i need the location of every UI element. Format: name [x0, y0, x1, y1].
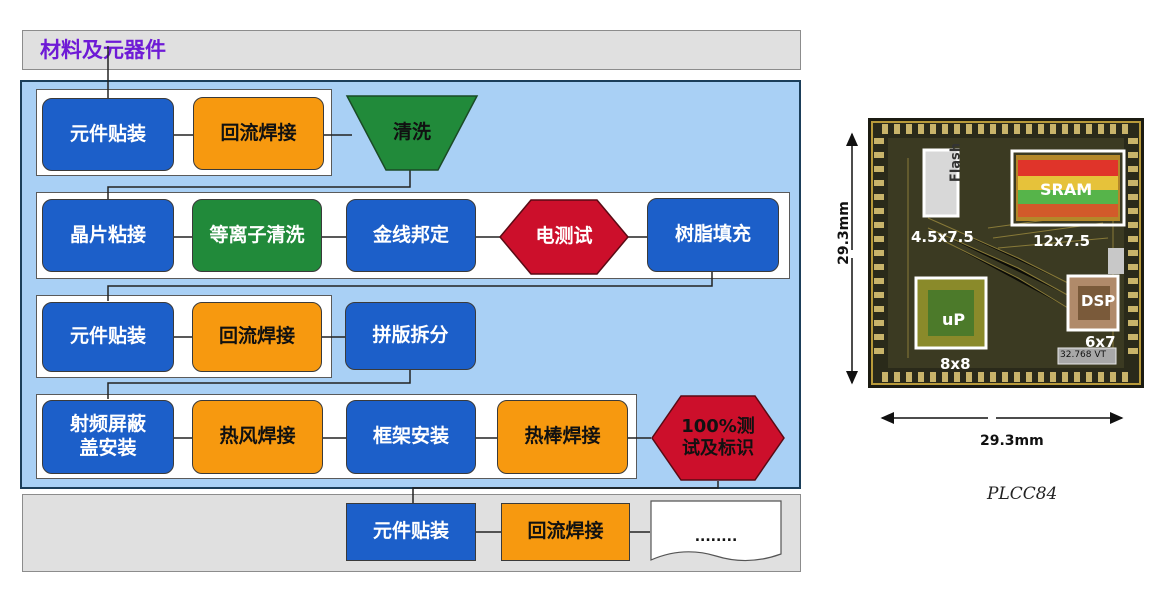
up-chip-label: uP	[942, 310, 966, 329]
node-hot-air-soldering: 热风焊接	[192, 400, 323, 474]
node-plasma-cleaning: 等离子清洗	[192, 199, 322, 272]
dsp-size-label: 6x7	[1085, 333, 1116, 351]
plcc84-module-photo	[868, 118, 1144, 388]
height-dimension-label: 29.3mm	[836, 201, 852, 265]
sram-size-label: 12x7.5	[1033, 232, 1091, 250]
node-cleaning-label: 清洗	[392, 121, 431, 144]
node-electrical-test-hexagon	[499, 199, 629, 275]
up-size-label: 8x8	[940, 355, 971, 373]
node-electrical-test-label: 电测试	[535, 225, 593, 248]
dimension-arrows	[846, 132, 1124, 424]
flash-size-label: 4.5x7.5	[911, 228, 974, 246]
node-continue-label: ........	[694, 529, 738, 546]
package-name-label: PLCC84	[987, 484, 1058, 504]
node-final-test-hexagon	[651, 395, 785, 481]
node-hot-bar-soldering: 热棒焊接	[497, 400, 628, 474]
node-panel-separation: 拼版拆分	[345, 302, 476, 370]
sram-chip-label: SRAM	[1040, 180, 1093, 199]
crystal-label: 32.768 VT	[1060, 350, 1107, 360]
node-frame-mounting: 框架安装	[346, 400, 476, 474]
node-cleaning-trapezoid	[345, 95, 479, 171]
node-final-test-label: 100%测试及标识	[681, 415, 755, 460]
node-component-placement-2: 元件贴装	[42, 302, 174, 372]
node-continue-document	[650, 500, 782, 562]
flash-chip-label: Flash	[948, 142, 964, 183]
node-rf-shield-install: 射频屏蔽盖安装	[42, 400, 174, 474]
node-reflow-soldering-2: 回流焊接	[192, 302, 322, 372]
node-die-attach: 晶片粘接	[42, 199, 174, 272]
input-band	[22, 30, 801, 70]
node-resin-filling: 树脂填充	[647, 198, 779, 272]
width-dimension-label: 29.3mm	[980, 433, 1044, 449]
input-label: 材料及元器件	[40, 38, 166, 62]
node-reflow-soldering-3: 回流焊接	[501, 503, 630, 561]
dsp-chip-label: DSP	[1081, 292, 1116, 310]
module-board-graphic	[868, 118, 1144, 388]
node-component-placement-1: 元件贴装	[42, 98, 174, 171]
node-wire-bonding: 金线邦定	[346, 199, 476, 272]
node-reflow-soldering-1: 回流焊接	[193, 97, 324, 170]
node-component-placement-3: 元件贴装	[346, 503, 476, 561]
